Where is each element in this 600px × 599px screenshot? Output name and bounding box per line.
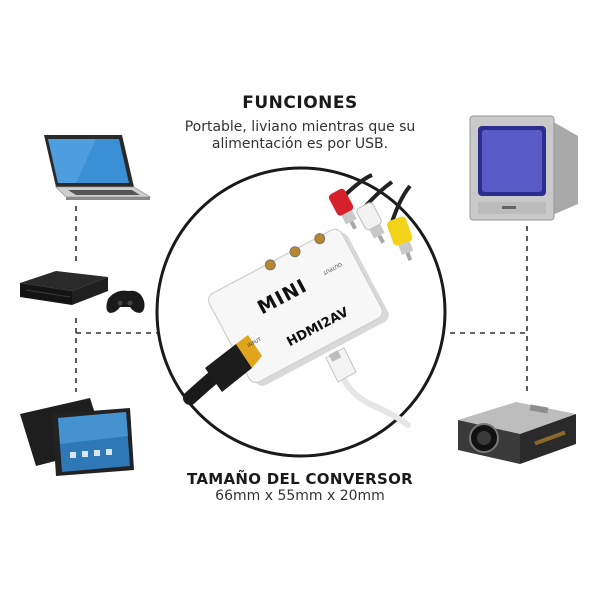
size-title: TAMAÑO DEL CONVERSOR: [186, 470, 414, 488]
red-rca-plug: [328, 188, 357, 230]
usb-cable: [325, 347, 411, 428]
laptop-icon: [44, 135, 152, 200]
dashed-connectors: [75, 206, 528, 395]
hdmi-cable: [183, 335, 262, 405]
yellow-rca-plug: [386, 216, 414, 261]
size-dimensions: 66mm x 55mm x 20mm: [215, 488, 385, 504]
game-console-icon: [20, 271, 145, 313]
rca-cables: [328, 173, 414, 261]
subtitle-line-1: Portable, liviano mientras que su: [184, 119, 416, 135]
page-title: FUNCIONES: [242, 93, 358, 113]
tablet-icon: [20, 398, 134, 476]
projector-icon: [458, 402, 576, 464]
crt-tv-icon: [469, 115, 578, 221]
page-subtitle: Portable, liviano mientras que su alimen…: [150, 119, 450, 153]
subtitle-line-2: alimentación es por USB.: [211, 136, 389, 152]
white-rca-plug: [356, 202, 385, 244]
